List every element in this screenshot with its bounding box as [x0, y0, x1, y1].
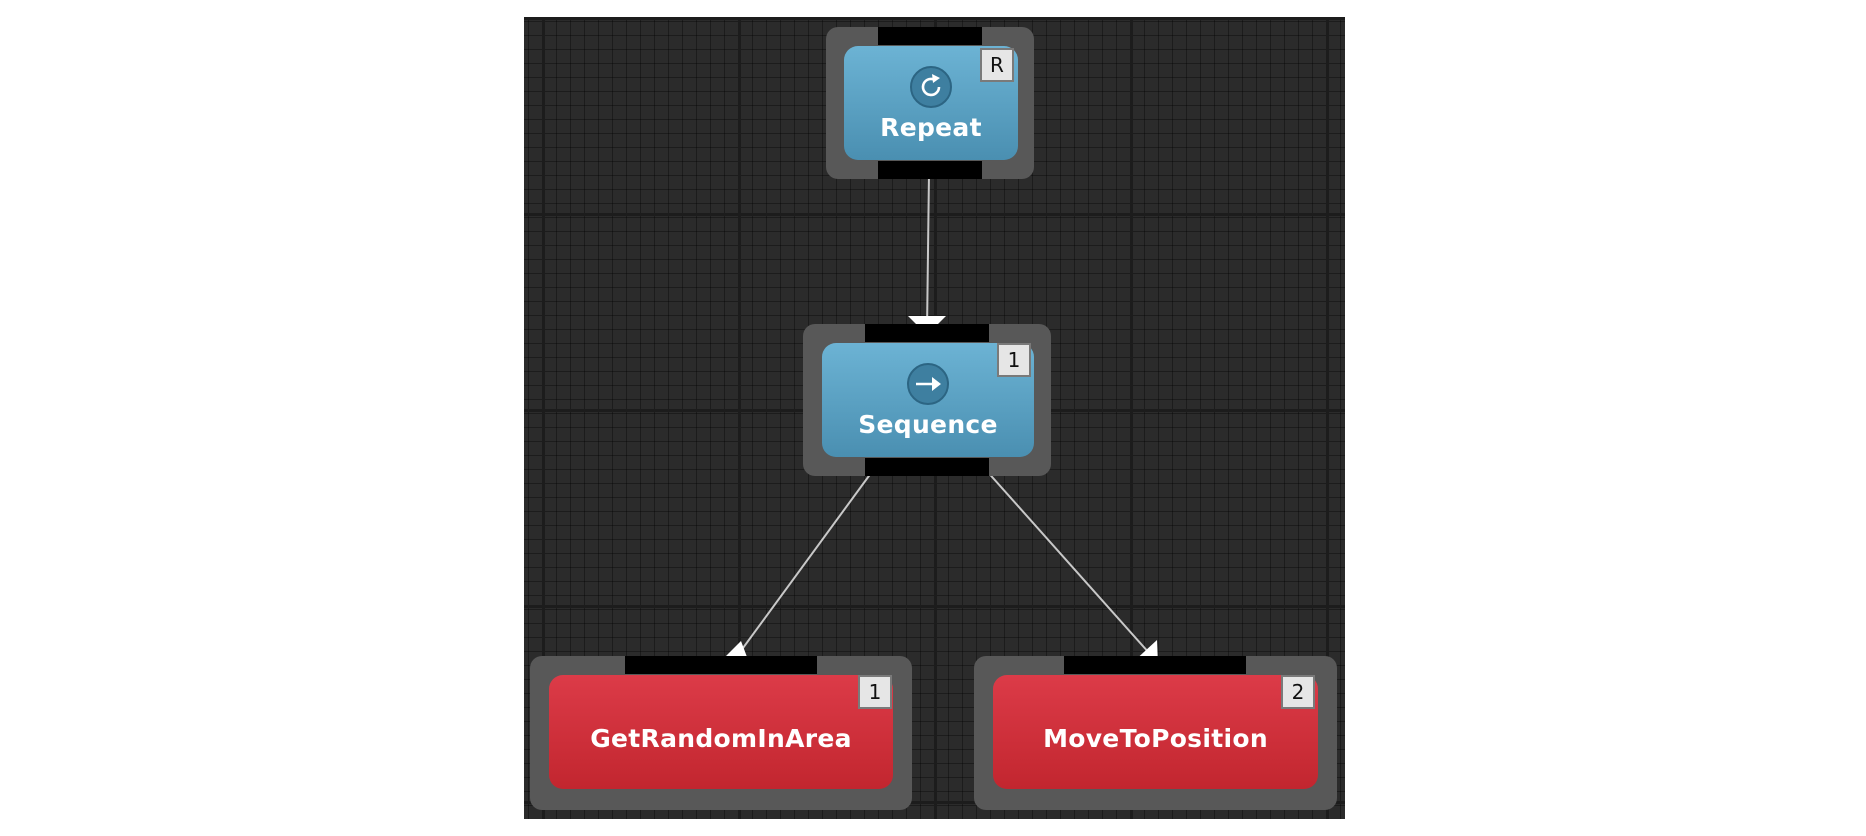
input-port[interactable] — [1064, 656, 1246, 674]
repeat-icon — [910, 65, 952, 108]
node-label: Repeat — [880, 112, 982, 142]
input-port[interactable] — [878, 27, 982, 45]
node-label: GetRandomInArea — [590, 723, 852, 753]
behavior-tree-canvas[interactable]: Repeat R Sequence 1 GetRandomInArea — [524, 17, 1345, 819]
edge-sequence-to-movetoposition — [984, 468, 1159, 664]
edge-sequence-to-getrandominarea — [731, 468, 875, 664]
node-badge: 1 — [858, 675, 892, 709]
input-port[interactable] — [865, 324, 989, 342]
node-body[interactable]: GetRandomInArea — [549, 675, 893, 789]
arrow-right-icon — [907, 362, 949, 405]
output-port[interactable] — [878, 161, 982, 179]
edge-repeat-to-sequence — [926, 172, 930, 331]
node-movetoposition[interactable]: MoveToPosition 2 — [974, 656, 1337, 810]
node-badge: R — [980, 48, 1014, 82]
node-badge: 1 — [997, 343, 1031, 377]
node-body[interactable]: MoveToPosition — [993, 675, 1318, 789]
node-label: MoveToPosition — [1043, 723, 1268, 753]
node-repeat[interactable]: Repeat R — [826, 27, 1034, 179]
node-sequence[interactable]: Sequence 1 — [803, 324, 1051, 476]
output-port[interactable] — [865, 458, 989, 476]
node-body[interactable]: Sequence — [822, 343, 1034, 457]
input-port[interactable] — [625, 656, 817, 674]
node-badge: 2 — [1281, 675, 1315, 709]
node-label: Sequence — [858, 409, 998, 439]
node-getrandominarea[interactable]: GetRandomInArea 1 — [530, 656, 912, 810]
